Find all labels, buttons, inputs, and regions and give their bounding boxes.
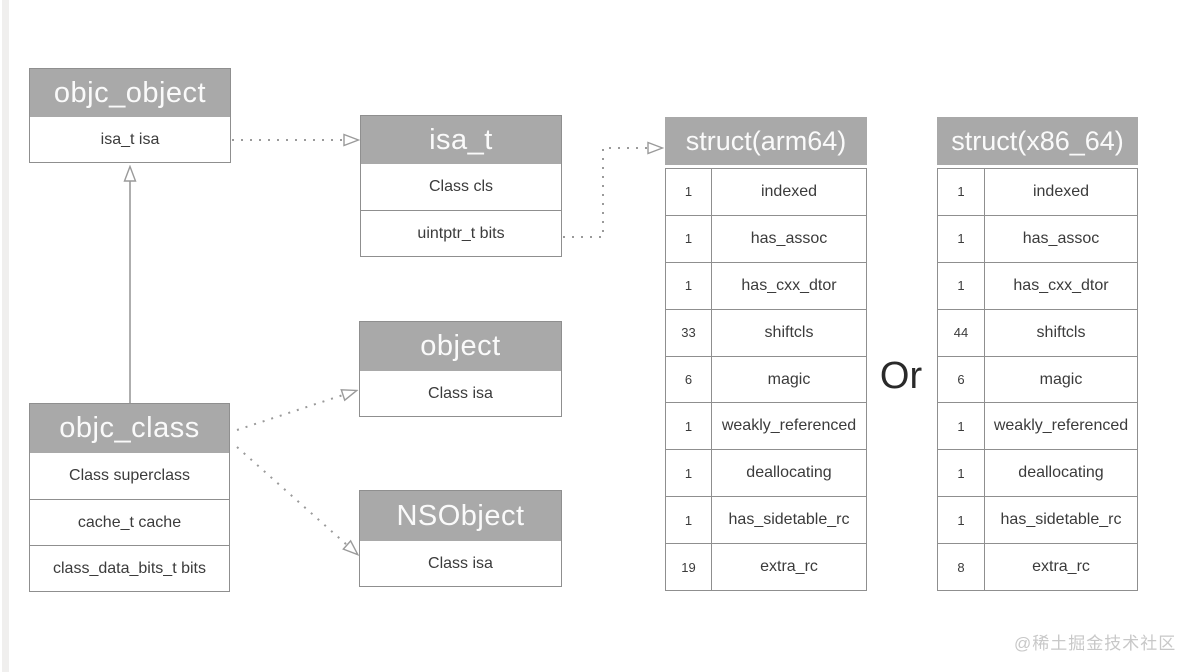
bit-size-cell: 1 [938,262,985,309]
bit-size-cell: 1 [666,450,712,497]
bit-name-cell: weakly_referenced [721,417,857,435]
object-field-isa: Class isa [428,384,493,402]
bit-size-cell: 1 [666,215,712,262]
bit-name-cell: deallocating [1018,464,1104,482]
arrow-objc-class-to-nsobject [236,446,347,545]
table-row: 33 shiftcls [666,308,866,356]
table-row: 1 has_sidetable_rc [666,496,866,544]
bit-name-cell: has_sidetable_rc [728,511,850,529]
table-row: 1 has_assoc [666,214,866,262]
table-row: 6 magic [666,355,866,403]
isa-t-title: isa_t [361,116,561,164]
bit-name-cell: has_assoc [1022,229,1100,247]
bit-name-cell: magic [767,370,811,388]
bit-size-cell: 6 [938,356,985,403]
objc-class-field-cache: cache_t cache [30,499,229,545]
page-edge-strip [2,0,9,672]
bit-name-cell: indexed [1032,182,1090,200]
nsobject-box: NSObject Class isa [359,490,562,587]
struct-x86-64-title: struct(x86_64) [937,117,1138,165]
bit-size-cell: 33 [666,309,712,356]
object-title: object [360,322,561,371]
bit-size-cell: 1 [666,403,712,450]
table-row: 1 deallocating [666,449,866,497]
table-row: 44 shiftcls [938,308,1137,356]
table-row: 1 deallocating [938,449,1137,497]
objc-class-box: objc_class Class superclass cache_t cach… [29,403,230,592]
bit-name-cell: extra_rc [1032,558,1090,576]
struct-arm64-title: struct(arm64) [665,117,867,165]
bit-size-cell: 1 [938,169,985,215]
bit-name-cell: has_assoc [750,229,828,247]
bit-name-cell: shiftcls [1036,323,1086,341]
bit-name-cell: has_sidetable_rc [1000,511,1122,529]
table-row: 8 extra_rc [938,543,1137,591]
table-row: 1 has_cxx_dtor [666,261,866,309]
isa-t-field-bits: uintptr_t bits [361,210,561,256]
bit-size-cell: 1 [666,262,712,309]
bit-name-cell: magic [1039,370,1083,388]
arrow-objc-class-to-object [236,395,343,431]
objc-class-title: objc_class [30,404,229,453]
bit-size-cell: 44 [938,309,985,356]
table-row: 1 indexed [938,169,1137,215]
bit-name-cell: extra_rc [760,558,818,576]
bit-size-cell: 19 [666,544,712,591]
table-row: 6 magic [938,355,1137,403]
table-row: 1 has_assoc [938,214,1137,262]
table-row: 1 indexed [666,169,866,215]
bit-name-cell: has_cxx_dtor [1013,276,1109,294]
bit-name-cell: has_cxx_dtor [741,276,837,294]
isa-t-box: isa_t Class cls uintptr_t bits [360,115,562,257]
objc-object-box: objc_object isa_t isa [29,68,231,163]
bit-name-cell: weakly_referenced [993,417,1129,435]
table-row: 1 weakly_referenced [666,402,866,450]
bit-size-cell: 1 [938,497,985,544]
bit-name-cell: deallocating [746,464,832,482]
nsobject-field-isa: Class isa [428,554,493,572]
struct-arm64-table: 1 indexed 1 has_assoc 1 has_cxx_dtor 33 … [665,168,867,591]
bit-size-cell: 6 [666,356,712,403]
objc-class-field-superclass: Class superclass [69,467,190,484]
bit-size-cell: 1 [666,497,712,544]
struct-x86-64-table: 1 indexed 1 has_assoc 1 has_cxx_dtor 44 … [937,168,1138,591]
table-row: 1 has_sidetable_rc [938,496,1137,544]
bit-name-cell: shiftcls [764,323,814,341]
table-row: 1 has_cxx_dtor [938,261,1137,309]
objc-object-title: objc_object [30,69,230,117]
isa-t-field-cls: Class cls [428,178,493,195]
objc-class-field-bits: class_data_bits_t bits [30,545,229,591]
bit-size-cell: 1 [666,169,712,215]
bit-size-cell: 1 [938,403,985,450]
arrow-bits-to-struct-arm64 [563,148,648,238]
table-row: 1 weakly_referenced [938,402,1137,450]
watermark-text: @稀土掘金技术社区 [1014,634,1177,653]
objc-object-field-isa: isa_t isa [100,130,160,148]
bit-size-cell: 8 [938,544,985,591]
bit-size-cell: 1 [938,450,985,497]
or-label: Or [879,355,923,397]
object-box: object Class isa [359,321,562,417]
bit-name-cell: indexed [760,182,818,200]
bit-size-cell: 1 [938,215,985,262]
table-row: 19 extra_rc [666,543,866,591]
nsobject-title: NSObject [360,491,561,541]
